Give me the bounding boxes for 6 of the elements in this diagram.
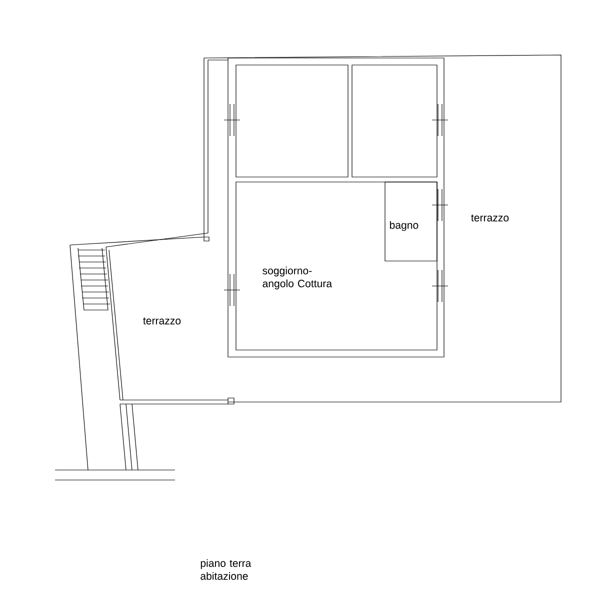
caption-text: piano terra abitazione bbox=[200, 559, 252, 580]
room: bagno bbox=[384, 182, 438, 262]
room-label: terrazzo bbox=[143, 318, 181, 324]
room-label: terrazzo bbox=[471, 214, 509, 222]
room bbox=[236, 64, 348, 178]
room bbox=[352, 64, 438, 178]
